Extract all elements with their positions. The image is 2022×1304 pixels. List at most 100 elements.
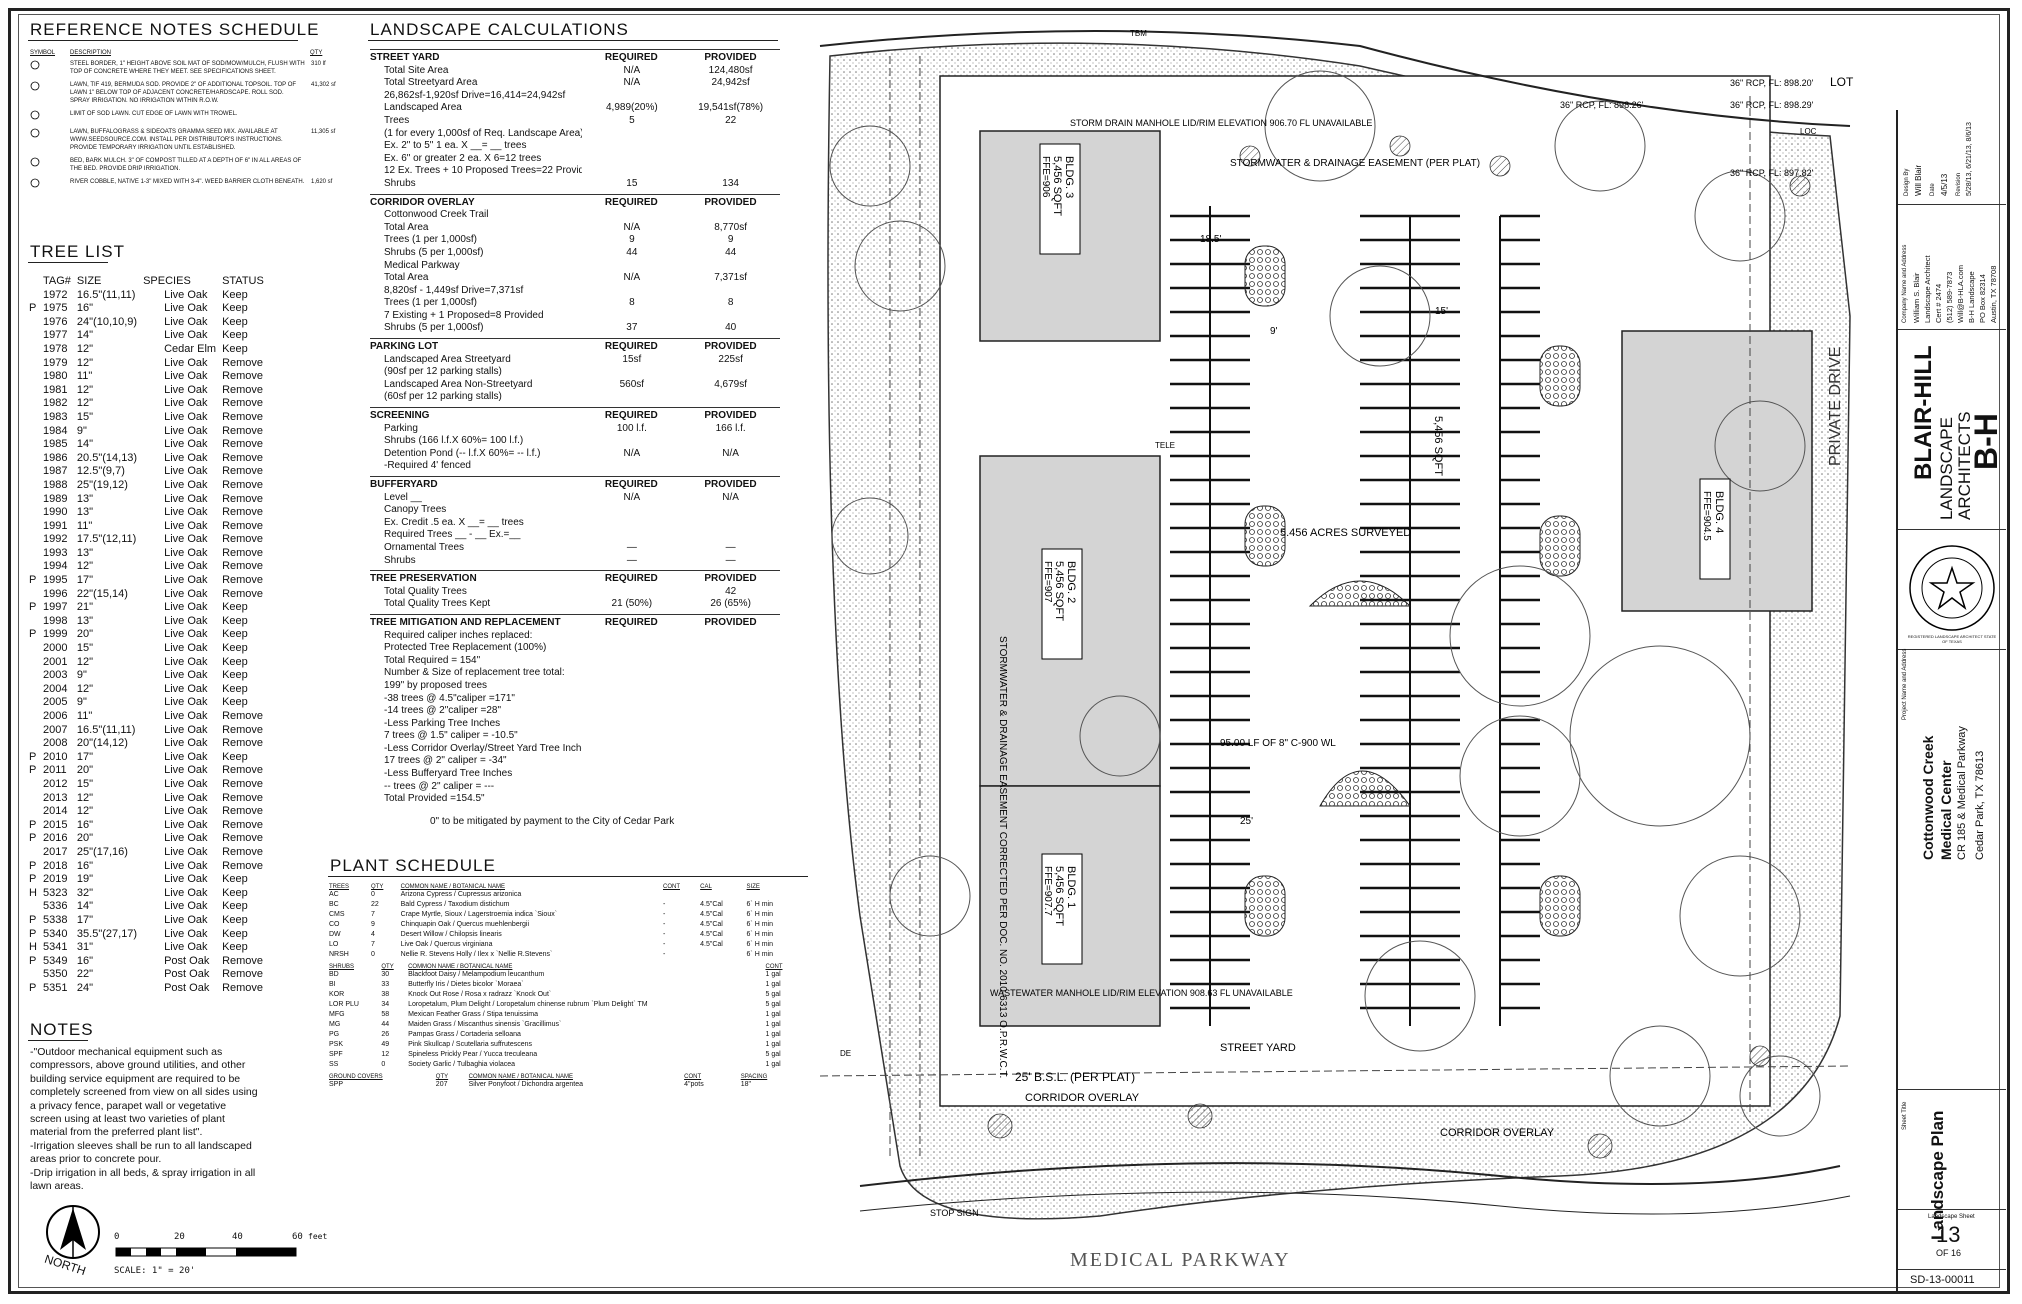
tree-cell: Live Oak (164, 750, 208, 763)
calc-row: (1 for every 1,000sf of Req. Landscape A… (384, 127, 583, 139)
ref-desc: BED, BARK MULCH. 3" OF COMPOST TILLED AT… (70, 158, 302, 172)
tree-cell: Live Oak (164, 832, 208, 845)
rcp-label-2: 36" RCP, FL: 898.29' (1730, 100, 1814, 110)
tree-cell: Remove (222, 546, 264, 559)
bldg1-ffe: FFE=907.7 (1042, 866, 1053, 916)
tree-cell: Live Oak (164, 614, 208, 627)
rcp-label-1: 36" RCP, FL: 898.20' (1730, 78, 1814, 88)
tree-cell: H (29, 886, 37, 899)
tree-cell: Remove (222, 791, 264, 804)
scale-tick-0: 0 (114, 1232, 120, 1242)
ref-desc: LAWN, BUFFALOGRASS & SIDEOATS GRAMMA SEE… (70, 129, 283, 151)
tree-cell: Live Oak (164, 315, 208, 328)
plant-cell: Desert Willow / Chilopsis linearis (400, 931, 502, 938)
tree-cell: 31" (76, 941, 94, 954)
tree-cell (26, 968, 40, 982)
tree-cell: Live Oak (164, 669, 208, 682)
tree-cell: 1999 (43, 628, 68, 641)
building-2: BLDG. 2 5,456 SQFT FFE=907 (1041, 548, 1083, 660)
project-line: Medical Center (1938, 760, 1954, 860)
tree-cell (26, 710, 40, 724)
professional-seal-icon (1909, 545, 1995, 631)
tree-cell: 2011 (43, 764, 67, 777)
tree-cell (26, 520, 40, 534)
tree-cell: Live Oak (164, 302, 208, 315)
tree-cell: 1986 (43, 451, 68, 464)
landscape-calcs-title: LANDSCAPE CALCULATIONS (370, 20, 629, 39)
tree-cell: 1977 (43, 329, 68, 342)
tree-cell: P (29, 981, 37, 994)
calc-row: Ex. Credit .5 ea. X __= __ trees (384, 516, 524, 528)
tree-cell: P (29, 873, 37, 886)
calc-row: 12 Ex. Trees + 10 Proposed Trees=22 Prov… (384, 165, 583, 177)
tree-cell: 5336 (43, 900, 68, 913)
plant-cell: AC (329, 891, 339, 898)
tree-cell: Live Oak (164, 737, 208, 750)
plant-cell: PG (329, 1031, 340, 1038)
tree-cell: Live Oak (164, 533, 208, 546)
calc-row: Number & Size of replacement tree total: (384, 667, 565, 679)
tree-cell: Live Oak (164, 682, 208, 695)
plant-cell: 22 (371, 901, 379, 908)
stop-sign-label: STOP SIGN (930, 1208, 979, 1218)
plant-cell: 12 (381, 1051, 390, 1058)
tree-cell: Remove (222, 424, 264, 437)
tree-cell: Remove (222, 410, 264, 423)
ref-row: LIMIT OF SOD LAWN. CUT EDGE OF LAWN WITH… (30, 110, 340, 123)
note-line: material from the preferred plant list". (30, 1126, 203, 1139)
tree-cell: 13" (76, 546, 94, 559)
tree-cell: 5349 (43, 954, 68, 967)
plant-cell: 6` H min (746, 911, 773, 918)
bldg3-ffe: FFE=906 (1040, 156, 1051, 198)
tree-cell: Keep (222, 642, 248, 655)
tree-cell: Live Oak (164, 370, 208, 383)
tree-cell (26, 846, 40, 860)
project-line: Cottonwood Creek (1920, 735, 1936, 860)
company-line: Cert # 2474 (1934, 283, 1943, 323)
tree-cell: 2019 (43, 873, 68, 886)
tree-cell: Remove (222, 777, 264, 790)
plant-cell (727, 1080, 738, 1090)
ref-symbol-icon (30, 178, 70, 191)
tree-header-cell: SPECIES (143, 275, 191, 287)
tree-cell: Keep (222, 288, 248, 301)
tree-cell: 16" (76, 954, 94, 967)
plant-cell: 6` H min (746, 951, 773, 958)
note-line: screen using at least two varieties of p… (30, 1113, 225, 1126)
tree-cell: 2004 (43, 682, 68, 695)
tree-cell: 13" (76, 492, 94, 505)
tree-cell: Live Oak (164, 710, 208, 722)
tree-cell: 12" (76, 383, 94, 396)
tb-firm: BLAIR-HILL LANDSCAPE ARCHITECTS B-H (1898, 330, 2006, 530)
tree-cell: Keep (222, 628, 248, 641)
plant-cell: 207 (435, 1081, 448, 1088)
tree-cell: 17" (76, 574, 94, 587)
tree-cell: Live Oak (164, 791, 208, 804)
tree-cell: 1981 (43, 383, 68, 396)
scale-tick-40: 40 (232, 1232, 243, 1242)
tree-cell (26, 588, 40, 602)
tree-cell (26, 547, 40, 561)
tree-cell: Keep (222, 941, 248, 954)
plant-cell: SPF (329, 1051, 343, 1058)
corridor-label: CORRIDOR OVERLAY (1025, 1092, 1140, 1104)
